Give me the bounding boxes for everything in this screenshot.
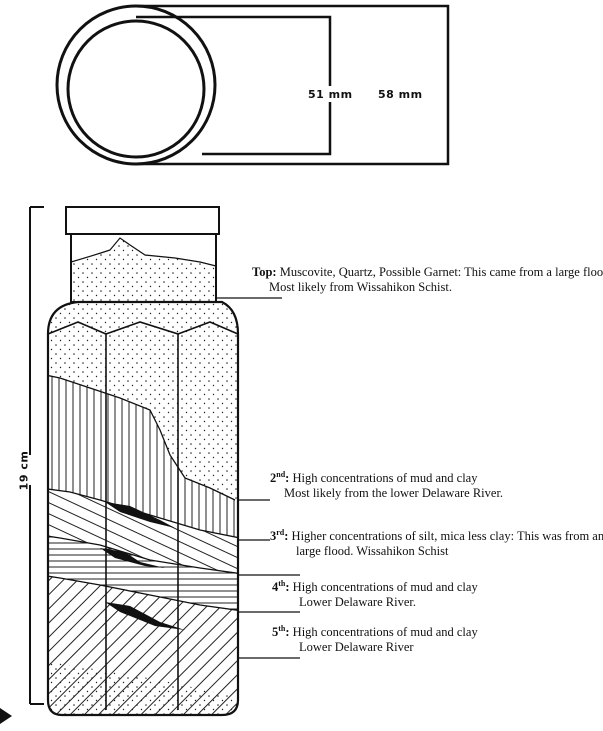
outer-dimension-bracket bbox=[136, 4, 450, 166]
core-layers bbox=[48, 302, 238, 715]
layer-label-top: Top: Muscovite, Quartz, Possible Garnet:… bbox=[252, 265, 603, 294]
inner-ring bbox=[66, 19, 206, 159]
core-outline bbox=[46, 300, 240, 717]
layer-3 bbox=[48, 488, 238, 575]
outer-diameter-label: 58 mm bbox=[378, 88, 423, 101]
outer-ring bbox=[55, 4, 217, 166]
layer-2 bbox=[48, 374, 238, 540]
cross-section-view bbox=[55, 4, 450, 166]
layer-label-4: 4th: High concentrations of mud and clay… bbox=[272, 579, 478, 610]
height-bracket bbox=[18, 206, 44, 705]
bottle-cap bbox=[65, 206, 220, 235]
inner-diameter-label: 51 mm bbox=[308, 88, 353, 101]
corner-arrow-icon bbox=[0, 708, 12, 724]
bottle-neck bbox=[70, 233, 217, 303]
layer-4 bbox=[48, 535, 238, 612]
layer-label-3: 3rd: Higher concentrations of silt, mica… bbox=[270, 528, 603, 559]
height-label: 19 cm bbox=[17, 450, 31, 491]
leader-lines bbox=[216, 297, 300, 659]
layer-label-5: 5th: High concentrations of mud and clay… bbox=[272, 624, 478, 655]
inner-dimension-bracket bbox=[136, 15, 332, 156]
layer-label-2: 2nd: High concentrations of mud and clay… bbox=[270, 470, 504, 501]
layer-top bbox=[48, 302, 238, 500]
